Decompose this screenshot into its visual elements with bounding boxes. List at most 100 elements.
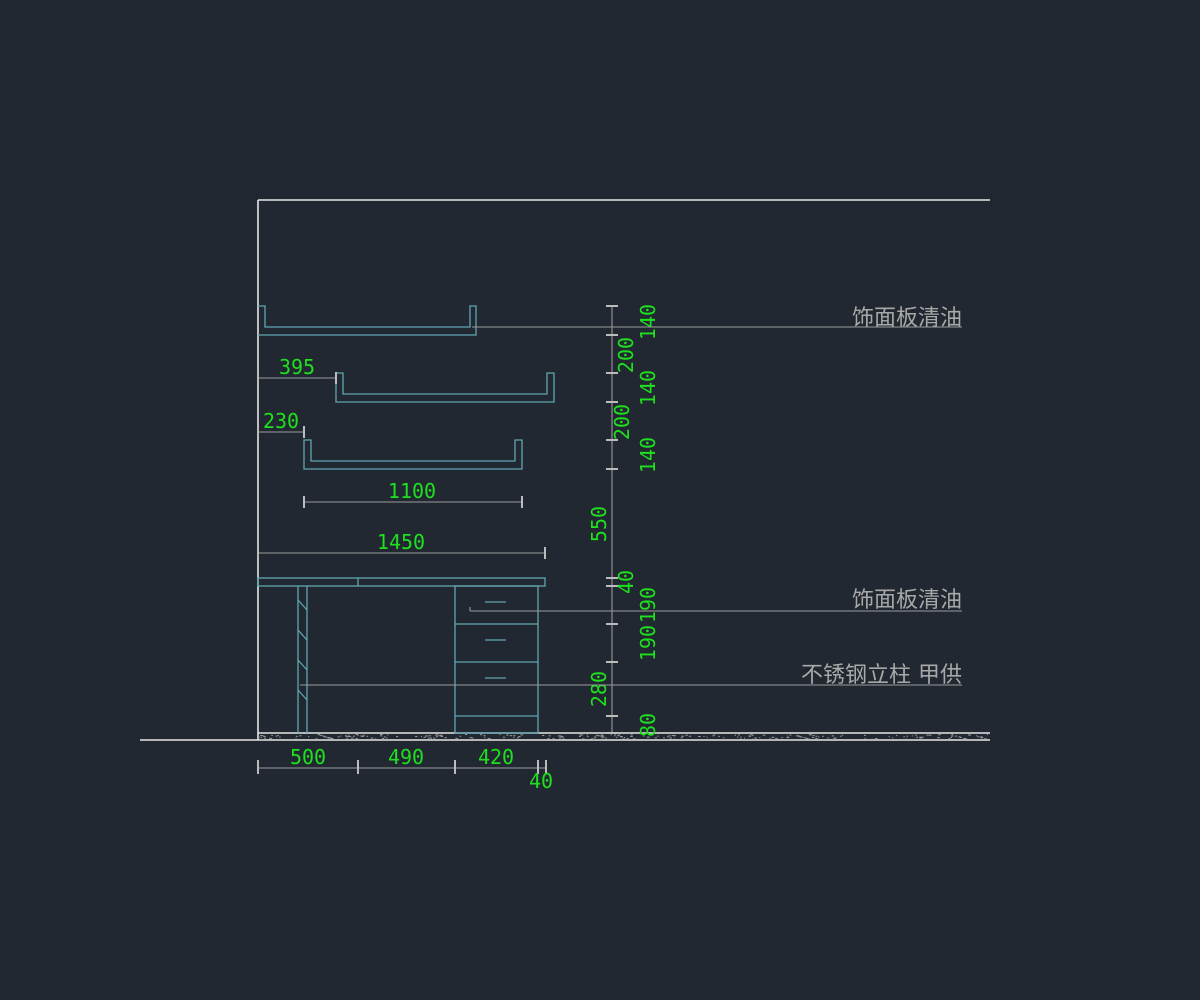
floor-hatch-speck	[809, 734, 812, 736]
floor-hatch-speck	[361, 735, 365, 737]
floor-hatch-speck	[657, 735, 659, 737]
floor-hatch-speck	[513, 734, 516, 736]
floor-hatch-speck	[977, 736, 979, 738]
floor-hatch-speck	[813, 735, 815, 737]
dim-text-500: 500	[290, 745, 326, 769]
floor-hatch-speck	[592, 738, 596, 740]
floor-hatch-speck	[749, 734, 753, 736]
floor-hatch-speck	[547, 738, 550, 740]
floor-hatch-speck	[817, 736, 820, 738]
floor-hatch-speck	[759, 736, 761, 738]
floor-hatch-speck	[327, 737, 331, 739]
floor-hatch-speck	[437, 734, 439, 736]
floor-hatch-speck	[511, 738, 514, 740]
floor-hatch-speck	[958, 736, 960, 738]
floor-hatch-speck	[775, 737, 778, 739]
dim-text-190-b: 190	[636, 625, 660, 661]
floor-hatch-speck	[976, 735, 978, 737]
floor-hatch-speck	[383, 736, 386, 738]
drawer-unit	[454, 585, 539, 734]
floor-hatch-speck	[318, 734, 320, 736]
floor-hatch-speck	[698, 736, 701, 738]
floor-hatch-speck	[769, 737, 771, 739]
floor-hatch-speck	[706, 736, 708, 738]
floor-hatch-speck	[295, 735, 298, 737]
floor-hatch-speck	[903, 736, 905, 738]
floor-hatch-speck	[337, 736, 340, 738]
floor-hatch-speck	[839, 735, 842, 737]
floor-hatch-speck	[960, 737, 962, 739]
floor-hatch-speck	[948, 738, 951, 740]
floor-hatch-speck	[520, 734, 524, 736]
floor-hatch-speck	[396, 736, 399, 738]
floor-hatch-speck	[382, 737, 385, 739]
floor-hatch-speck	[600, 734, 604, 736]
floor-hatch-speck	[892, 737, 894, 739]
floor-hatch-speck	[864, 738, 866, 740]
dim-text-40: 40	[614, 570, 638, 594]
floor-hatch-speck	[426, 735, 429, 737]
floor-hatch-speck	[754, 737, 758, 739]
floor-hatch-speck	[781, 737, 783, 739]
dim-text-395: 395	[279, 355, 315, 379]
floor-hatch-speck	[479, 734, 483, 736]
floor-hatch-speck	[294, 738, 298, 740]
floor-hatch-speck	[815, 737, 818, 739]
floor-hatch-speck	[558, 737, 562, 739]
floor-hatch-speck	[355, 738, 358, 740]
floor-hatch-speck	[430, 737, 433, 739]
floor-hatch-speck	[445, 737, 447, 739]
floor-hatch-speck	[513, 736, 515, 738]
dim-text-490: 490	[388, 745, 424, 769]
floor-hatch-speck	[484, 737, 486, 739]
floor-hatch-speck	[752, 734, 754, 736]
note-upper-finish: 饰面板清油	[852, 306, 962, 331]
floor-hatch-speck	[620, 736, 623, 738]
floor-hatch-speck	[578, 735, 581, 737]
floor-hatch-speck	[260, 737, 262, 739]
floor-hatch-speck	[984, 738, 987, 740]
floor-hatch-speck	[748, 735, 752, 737]
floor-hatch-speck	[352, 735, 355, 737]
floor-hatch-speck	[685, 734, 688, 736]
steel-post-hatch	[297, 599, 308, 701]
floor-hatch-speck	[718, 735, 720, 737]
dim-text-140-a: 140	[636, 304, 660, 340]
floor-hatch-speck	[260, 738, 263, 740]
floor-hatch-speck	[370, 737, 374, 739]
floor-hatch-speck	[330, 737, 334, 739]
floor-hatch-speck	[440, 735, 444, 737]
wall-shelf-3	[303, 439, 523, 470]
floor-hatch-speck	[605, 737, 607, 739]
floor-hatch-speck	[340, 735, 342, 737]
floor-hatch-speck	[420, 735, 423, 737]
floor-hatch-speck	[671, 734, 675, 736]
floor-hatch-speck	[469, 737, 472, 739]
floor-hatch-speck	[587, 736, 589, 738]
floor-hatch-speck	[773, 738, 775, 740]
floor-hatch-speck	[800, 736, 803, 738]
floor-hatch-speck	[436, 736, 439, 738]
floor-hatch-speck	[737, 734, 740, 736]
note-steel-post: 不锈钢立柱 甲供	[801, 663, 962, 688]
desk-top	[257, 577, 546, 587]
floor-hatch-speck	[680, 737, 683, 739]
floor-hatch-speck	[331, 738, 334, 740]
floor-hatch-speck	[618, 734, 621, 736]
dim-text-200-a: 200	[614, 337, 638, 373]
floor-hatch-speck	[360, 735, 363, 737]
floor-hatch-speck	[752, 738, 754, 740]
floor-hatch-speck	[579, 734, 583, 736]
wall-shelf-2	[335, 372, 555, 403]
floor-hatch-speck	[930, 734, 932, 736]
floor-hatch-speck	[874, 738, 878, 740]
floor-hatch-speck	[348, 734, 350, 736]
floor-hatch-speck	[630, 736, 633, 738]
floor-hatch-speck	[541, 734, 545, 736]
floor-hatch-speck	[263, 736, 266, 738]
floor-hatch-speck	[964, 738, 968, 740]
floor-hatch-speck	[435, 734, 438, 736]
floor-hatch-speck	[502, 736, 506, 738]
floor-hatch-speck	[736, 736, 739, 738]
